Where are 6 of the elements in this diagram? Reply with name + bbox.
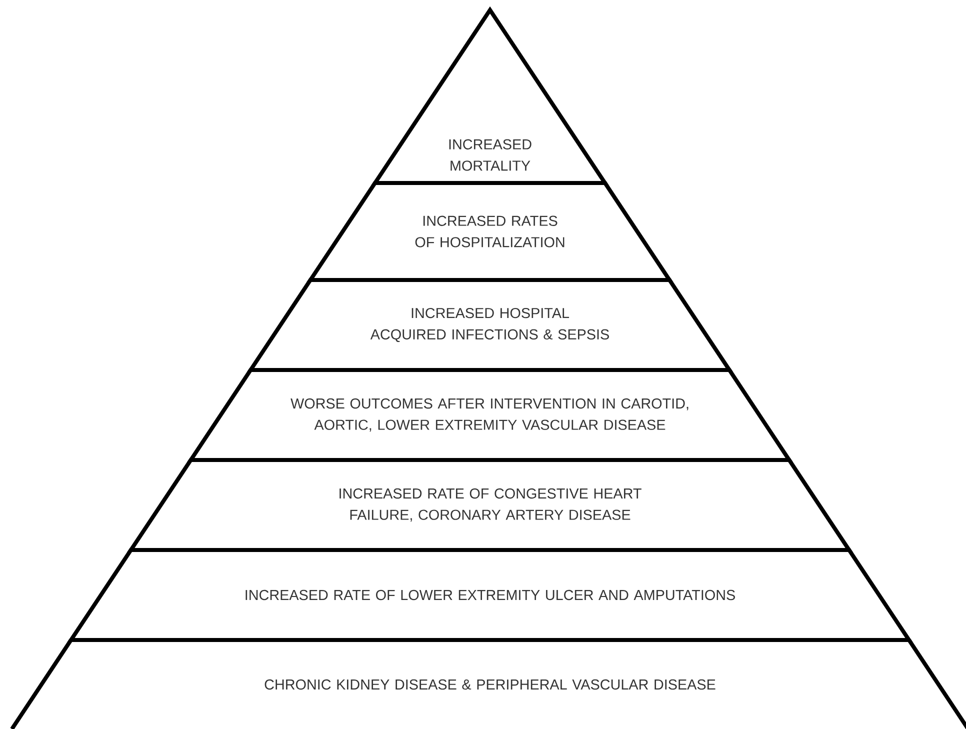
pyramid-level: INCREASED HOSPITAL ACQUIRED INFECTIONS & SEPSIS [246, 278, 734, 372]
pyramid-level: WORSE OUTCOMES AFTER INTERVENTION IN CAROTID, AORTIC, LOWER EXTREMITY VASCULAR DISEASE [187, 368, 793, 462]
pyramid-level: INCREASED RATE OF LOWER EXTREMITY ULCER AND AMPUTATIONS [67, 548, 913, 642]
pyramid-level: INCREASED RATES OF HOSPITALIZATION [306, 181, 674, 282]
pyramid-level: INCREASED RATE OF CONGESTIVE HEART FAILURE, CORONARY ARTERY DISEASE [127, 458, 853, 552]
pyramid-level: CHRONIC KIDNEY DISEASE & PERIPHERAL VASCULAR DISEASE [10, 638, 966, 729]
